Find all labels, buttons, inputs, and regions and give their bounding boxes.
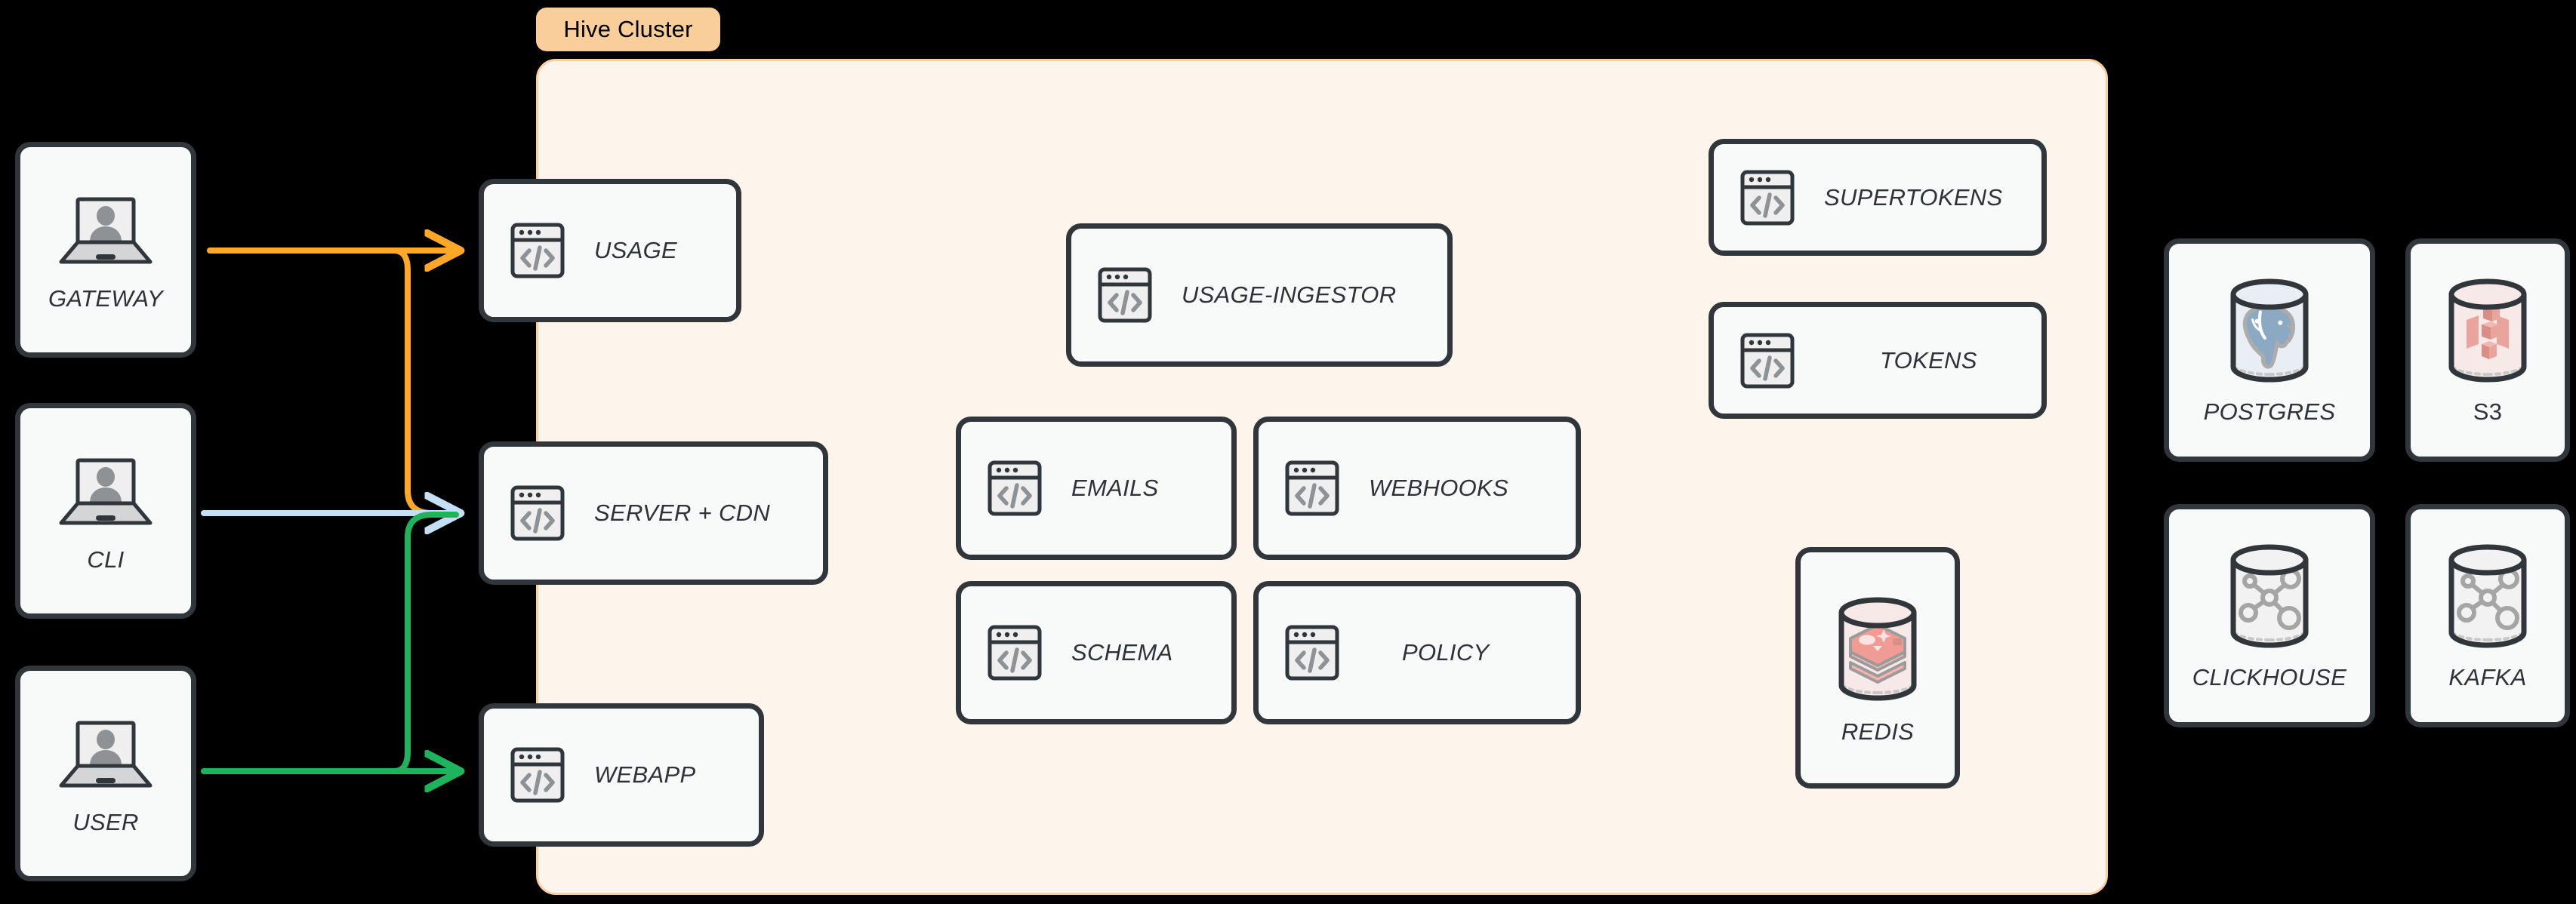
client-node-cli[interactable]: CLI: [15, 403, 196, 619]
client-node-gateway[interactable]: GATEWAY: [15, 142, 196, 358]
service-label-tokens: TOKENS: [1880, 346, 1977, 374]
code-window-icon: [988, 460, 1042, 516]
generic-database-icon: [2448, 544, 2527, 648]
store-label-kafka: KAFKA: [2448, 664, 2527, 690]
store-label-postgres: POSTGRES: [2203, 398, 2336, 425]
store-node-s3[interactable]: S3: [2405, 238, 2570, 462]
service-label-usage-ingestor: USAGE-INGESTOR: [1182, 281, 1397, 308]
service-node-server-cdn[interactable]: SERVER + CDN: [479, 441, 828, 585]
store-node-postgres[interactable]: POSTGRES: [2164, 238, 2375, 462]
redis-database-icon: [1838, 597, 1917, 701]
generic-database-icon: [2230, 544, 2309, 648]
service-label-emails: EMAILS: [1071, 475, 1159, 501]
client-label-gateway: GATEWAY: [48, 285, 163, 312]
service-node-emails[interactable]: EMAILS: [956, 417, 1237, 560]
service-label-usage: USAGE: [594, 237, 678, 263]
code-window-icon: [510, 223, 565, 278]
client-label-cli: CLI: [87, 546, 125, 573]
laptop-user-icon: [59, 197, 153, 264]
service-node-schema[interactable]: SCHEMA: [956, 581, 1237, 724]
wire-gateway-to-server-cdn: [391, 248, 459, 516]
store-label-s3: S3: [2473, 398, 2503, 425]
service-label-supertokens: SUPERTOKENS: [1824, 183, 2003, 211]
store-node-clickhouse[interactable]: CLICKHOUSE: [2164, 504, 2375, 727]
client-label-user: USER: [72, 809, 139, 835]
service-label-webapp: WEBAPP: [594, 761, 696, 788]
client-node-user[interactable]: USER: [15, 666, 196, 881]
code-window-icon: [510, 747, 565, 803]
code-window-icon: [1285, 625, 1339, 681]
postgres-database-icon: [2230, 278, 2309, 383]
laptop-user-icon: [59, 458, 153, 525]
code-window-icon: [1740, 333, 1795, 388]
code-window-icon: [510, 485, 565, 541]
service-label-webhooks: WEBHOOKS: [1369, 475, 1508, 501]
store-label-clickhouse: CLICKHOUSE: [2192, 664, 2347, 690]
service-node-tokens[interactable]: TOKENS: [1709, 302, 2047, 419]
code-window-icon: [988, 625, 1042, 681]
service-label-policy: POLICY: [1402, 639, 1490, 666]
service-node-supertokens[interactable]: SUPERTOKENS: [1709, 139, 2047, 256]
laptop-user-icon: [59, 721, 153, 788]
hive-cluster-badge: Hive Cluster: [536, 8, 720, 51]
store-node-redis[interactable]: REDIS: [1795, 547, 1960, 789]
service-node-usage[interactable]: USAGE: [479, 179, 741, 322]
code-window-icon: [1285, 460, 1339, 516]
service-node-policy[interactable]: POLICY: [1253, 581, 1581, 724]
code-window-icon: [1098, 267, 1152, 323]
store-label-redis: REDIS: [1841, 718, 1915, 745]
service-node-usage-ingestor[interactable]: USAGE-INGESTOR: [1066, 223, 1453, 367]
service-node-webapp[interactable]: WEBAPP: [479, 703, 764, 847]
service-label-server-cdn: SERVER + CDN: [594, 500, 771, 526]
hive-cluster-badge-label: Hive Cluster: [563, 16, 693, 42]
store-node-kafka[interactable]: KAFKA: [2405, 504, 2570, 727]
code-window-icon: [1740, 170, 1795, 225]
service-node-webhooks[interactable]: WEBHOOKS: [1253, 417, 1581, 560]
wire-user-to-server-cdn: [391, 512, 459, 774]
service-label-schema: SCHEMA: [1071, 639, 1173, 666]
s3-database-icon: [2448, 278, 2527, 383]
